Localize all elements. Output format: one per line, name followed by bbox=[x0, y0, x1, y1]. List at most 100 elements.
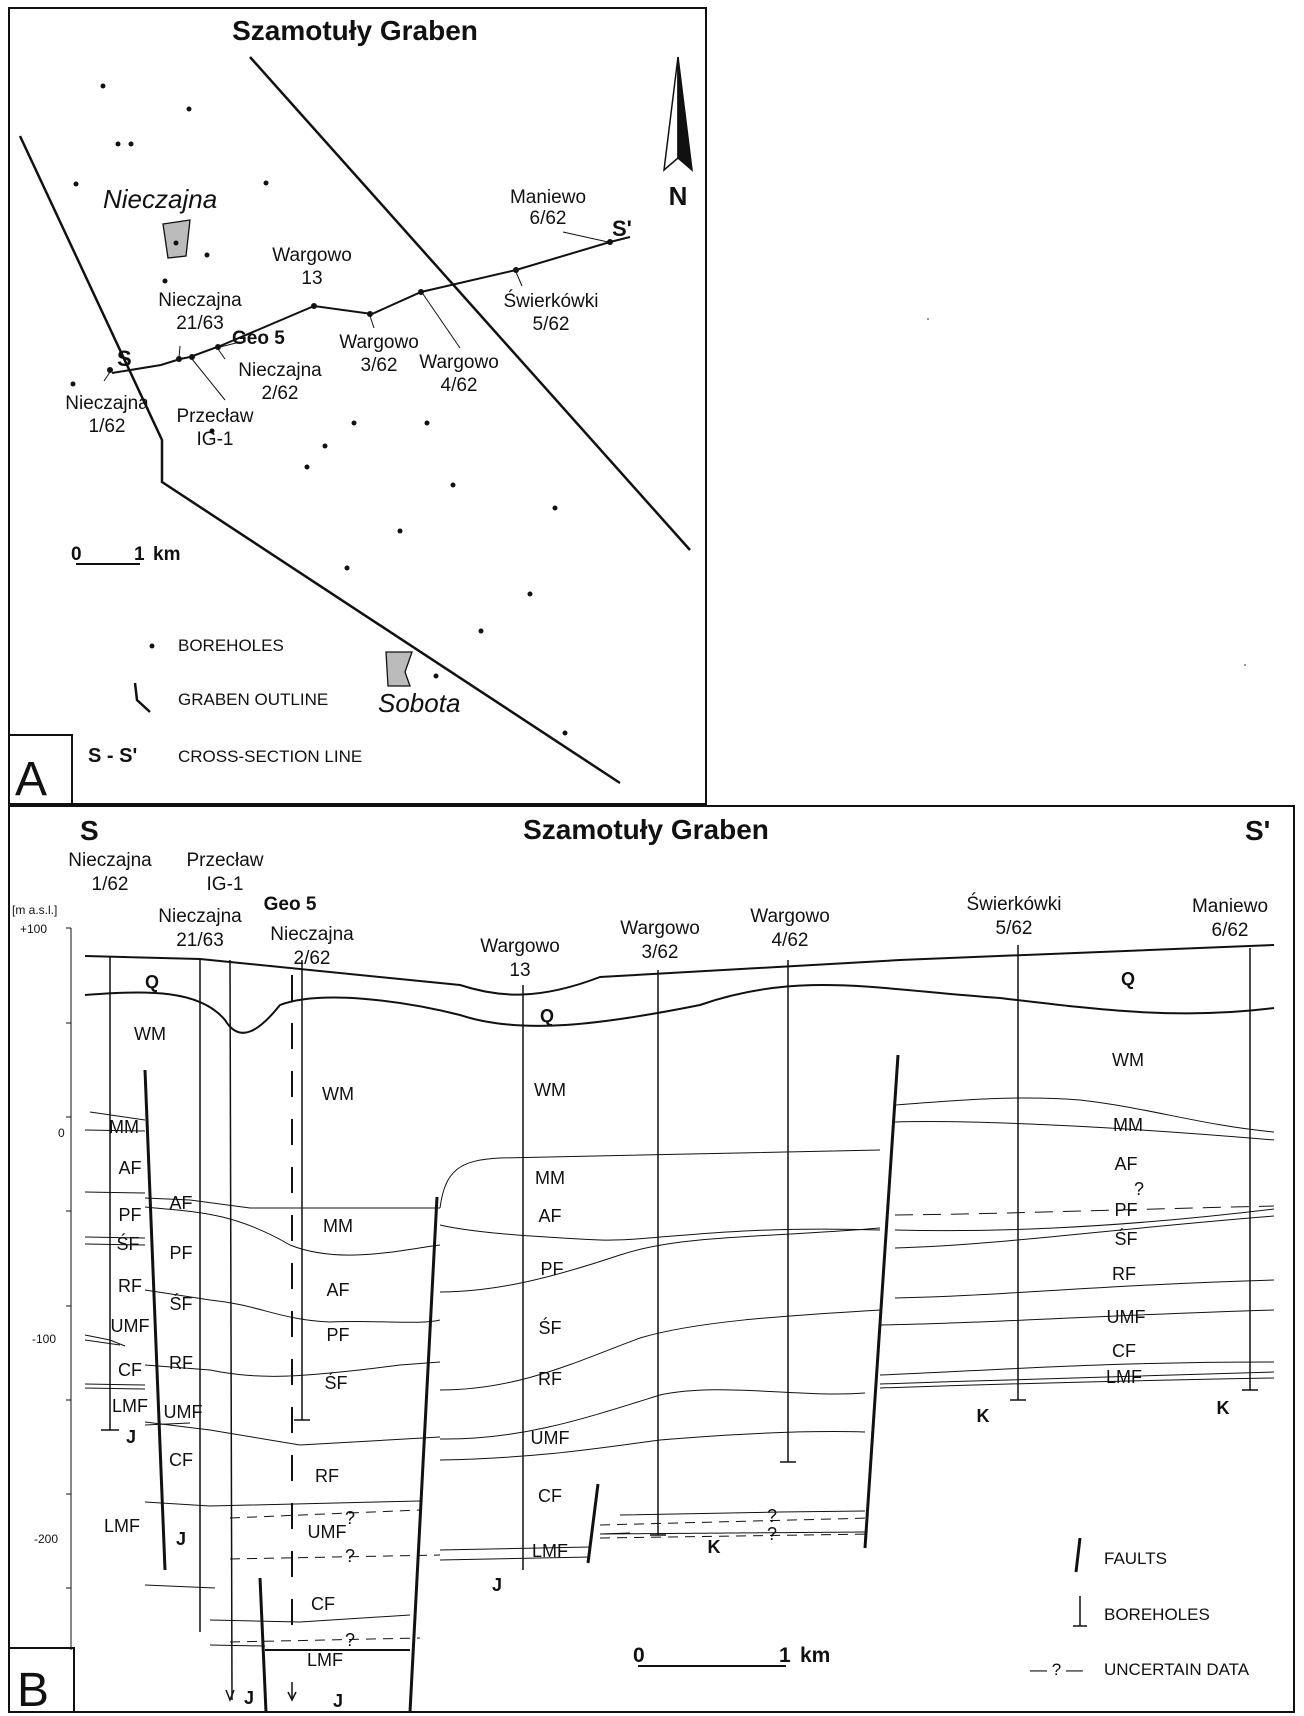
uncertain-mark: ? bbox=[767, 1524, 777, 1544]
scan-speck bbox=[1244, 664, 1246, 666]
panel-b-letter-box bbox=[8, 1647, 75, 1713]
borehole-dots bbox=[70, 83, 613, 736]
unit-af: AF bbox=[169, 1193, 192, 1213]
section-label-geo5: Geo 5 bbox=[264, 894, 317, 915]
panel-a-letter: A bbox=[15, 753, 47, 806]
legend-fault-icon bbox=[1074, 1537, 1082, 1573]
town-nieczajna: Nieczajna bbox=[103, 184, 217, 214]
map-label-wargowo13: Wargowo bbox=[272, 245, 352, 266]
graben-outline-east bbox=[249, 56, 691, 551]
map-scale-one: 1 bbox=[134, 544, 145, 565]
map-label-przeclaw: Przecław bbox=[176, 406, 253, 427]
unit-sf: ŚF bbox=[538, 1317, 561, 1338]
panel-a-title: Szamotuły Graben bbox=[232, 15, 478, 46]
unit-k: K bbox=[977, 1406, 990, 1426]
map-label-geo5: Geo 5 bbox=[232, 328, 285, 349]
unit-q: Q bbox=[145, 972, 159, 992]
unit-mm: MM bbox=[109, 1117, 139, 1137]
sobota-town-icon bbox=[385, 651, 413, 687]
section-label-nieczajna21: Nieczajna bbox=[158, 906, 242, 927]
unit-wm: WM bbox=[134, 1024, 166, 1044]
panel-a-map: A Szamotuły Graben N Nieczajna Sobota S … bbox=[8, 7, 707, 806]
map-label-wargowo4-no: 4/62 bbox=[441, 375, 478, 396]
legend-borehole-dot-icon bbox=[149, 643, 155, 649]
panel-a-frame bbox=[8, 7, 707, 805]
unit-rf: RF bbox=[118, 1276, 142, 1296]
map-label-swierkowki: Świerkówki bbox=[503, 290, 598, 312]
uncertain-mark: ? bbox=[767, 1506, 777, 1526]
legend-boreholes: BOREHOLES bbox=[178, 636, 284, 655]
map-label-nieczajna2-no: 2/62 bbox=[262, 383, 299, 404]
map-label-przeclaw-no: IG-1 bbox=[197, 429, 234, 450]
unit-cf: CF bbox=[118, 1360, 142, 1380]
unit-wm: WM bbox=[322, 1084, 354, 1104]
legend-uncertain-symbol: — ? — bbox=[1030, 1660, 1083, 1679]
depth-tick-plus100: +100 bbox=[20, 922, 47, 936]
nieczajna-town-icon bbox=[162, 219, 191, 259]
unit-lmf: LMF bbox=[532, 1541, 568, 1561]
unit-mm: MM bbox=[323, 1216, 353, 1236]
legend-faults: FAULTS bbox=[1104, 1549, 1167, 1568]
map-borehole-labels: Maniewo 6/62 Świerkówki 5/62 Wargowo 13 … bbox=[65, 187, 598, 450]
unit-rf: RF bbox=[315, 1466, 339, 1486]
unit-sf: ŚF bbox=[169, 1293, 192, 1314]
section-end-s-prime: S' bbox=[1245, 815, 1270, 846]
unit-af: AF bbox=[1114, 1154, 1137, 1174]
section-label-nieczajna2-no: 2/62 bbox=[294, 948, 331, 969]
unit-j: J bbox=[176, 1529, 186, 1549]
unit-umf: UMF bbox=[164, 1402, 203, 1422]
scan-speck bbox=[927, 318, 929, 320]
legend-cross-section: CROSS-SECTION LINE bbox=[178, 747, 362, 766]
panel-b-cross-section: B Szamotuły Graben S S' [m a.s.l.] +100 … bbox=[8, 805, 1295, 1716]
uncertain-mark: ? bbox=[345, 1508, 355, 1528]
depth-tick-minus200: -200 bbox=[34, 1532, 58, 1546]
unit-pf: PF bbox=[326, 1325, 349, 1345]
section-start-label: S bbox=[117, 346, 132, 371]
unit-rf: RF bbox=[538, 1369, 562, 1389]
unit-af: AF bbox=[538, 1206, 561, 1226]
uncertain-mark: ? bbox=[1134, 1179, 1144, 1199]
map-label-nieczajna1: Nieczajna bbox=[65, 393, 149, 414]
unit-lmf: LMF bbox=[104, 1516, 140, 1536]
map-label-wargowo3: Wargowo bbox=[339, 332, 419, 353]
unit-cf: CF bbox=[538, 1486, 562, 1506]
unit-j: J bbox=[244, 1688, 254, 1708]
panel-b-letter: B bbox=[17, 1664, 49, 1716]
unit-pf: PF bbox=[540, 1259, 563, 1279]
section-label-przeclaw: Przecław bbox=[186, 850, 263, 871]
unit-labels: Q Q Q WM WM WM WM MM MM MM MM AF AF AF A… bbox=[104, 969, 1230, 1711]
unit-q: Q bbox=[540, 1006, 554, 1026]
unit-af: AF bbox=[118, 1158, 141, 1178]
borehole-arrows bbox=[225, 1682, 297, 1703]
unit-j: J bbox=[333, 1691, 343, 1711]
legend-uncertain-data: UNCERTAIN DATA bbox=[1104, 1660, 1250, 1679]
unit-sf: ŚF bbox=[1114, 1228, 1137, 1249]
depth-tick-minus100: -100 bbox=[32, 1332, 56, 1346]
unit-sf: ŚF bbox=[324, 1372, 347, 1393]
unit-lmf: LMF bbox=[112, 1396, 148, 1416]
unit-umf: UMF bbox=[111, 1316, 150, 1336]
section-label-swierkowki-no: 5/62 bbox=[996, 918, 1033, 939]
unit-cf: CF bbox=[1112, 1341, 1136, 1361]
uncertain-mark: ? bbox=[345, 1630, 355, 1650]
depth-tick-0: 0 bbox=[58, 1126, 65, 1140]
unit-lmf: LMF bbox=[307, 1650, 343, 1670]
unit-cf: CF bbox=[169, 1450, 193, 1470]
unit-umf: UMF bbox=[308, 1522, 347, 1542]
unit-wm: WM bbox=[534, 1080, 566, 1100]
map-label-swierkowki-no: 5/62 bbox=[533, 314, 570, 335]
legend-graben-outline-icon bbox=[133, 682, 151, 713]
legend-section-boreholes: BOREHOLES bbox=[1104, 1605, 1210, 1624]
section-label-swierkowki: Świerkówki bbox=[966, 893, 1061, 915]
unit-rf: RF bbox=[169, 1353, 193, 1373]
unit-umf: UMF bbox=[1107, 1307, 1146, 1327]
leader-lines bbox=[103, 231, 609, 401]
unit-pf: PF bbox=[1114, 1200, 1137, 1220]
legend-section-symbol: S - S' bbox=[88, 745, 137, 767]
unit-pf: PF bbox=[169, 1243, 192, 1263]
depth-axis-ticks bbox=[66, 927, 71, 1589]
map-label-nieczajna2: Nieczajna bbox=[238, 360, 322, 381]
unit-cf: CF bbox=[311, 1594, 335, 1614]
panel-b-title: Szamotuły Graben bbox=[523, 814, 769, 845]
